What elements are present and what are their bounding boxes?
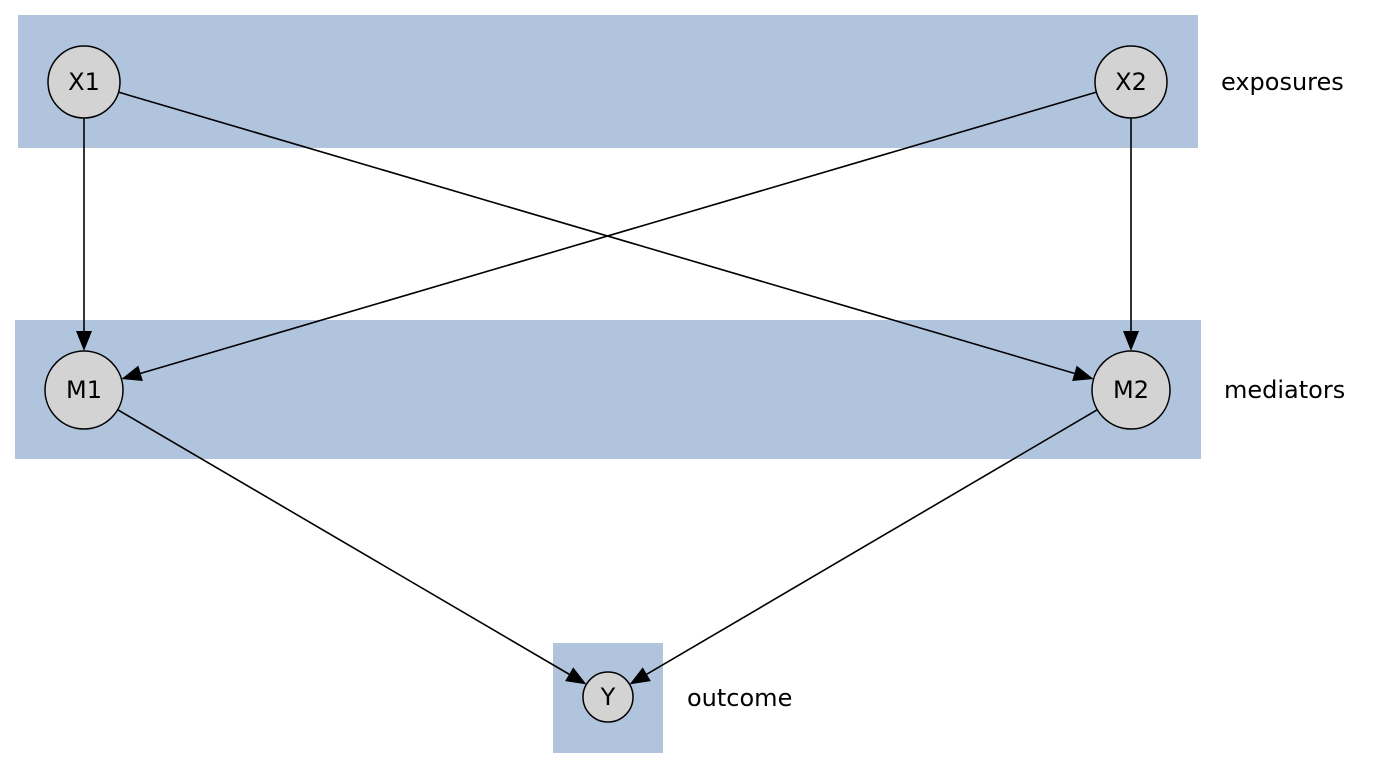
edge-X2-M2 <box>1123 118 1139 351</box>
edge-M1-Y <box>117 409 587 685</box>
edge-X2-M1 <box>121 91 1097 382</box>
edge-line <box>140 91 1097 375</box>
edge-line <box>118 91 1075 375</box>
cluster-exposures <box>18 15 1198 148</box>
node-label: M2 <box>1113 376 1149 404</box>
edge-M2-Y <box>629 409 1098 685</box>
arrowhead-icon <box>629 667 651 685</box>
edge-line <box>646 409 1098 675</box>
node-X1: X1 <box>47 45 121 119</box>
node-label: M1 <box>66 376 102 404</box>
edge-X1-M1 <box>76 118 92 351</box>
node-M1: M1 <box>44 350 124 430</box>
node-label: X1 <box>68 68 100 96</box>
node-label: X2 <box>1115 68 1147 96</box>
arrowhead-icon <box>121 365 143 382</box>
node-Y: Y <box>582 671 634 723</box>
cluster-label-exposures: exposures <box>1221 68 1344 96</box>
edge-line <box>117 409 570 675</box>
arrowhead-icon <box>1123 331 1139 351</box>
cluster-mediators <box>15 320 1201 459</box>
arrowhead-icon <box>76 331 92 351</box>
node-label: Y <box>600 683 616 711</box>
cluster-label-mediators: mediators <box>1224 376 1345 404</box>
arrowhead-icon <box>1072 365 1094 382</box>
node-X2: X2 <box>1094 45 1168 119</box>
cluster-label-outcome: outcome <box>687 684 792 712</box>
arrowhead-icon <box>565 667 587 685</box>
node-M2: M2 <box>1091 350 1171 430</box>
edge-X1-M2 <box>118 91 1094 382</box>
